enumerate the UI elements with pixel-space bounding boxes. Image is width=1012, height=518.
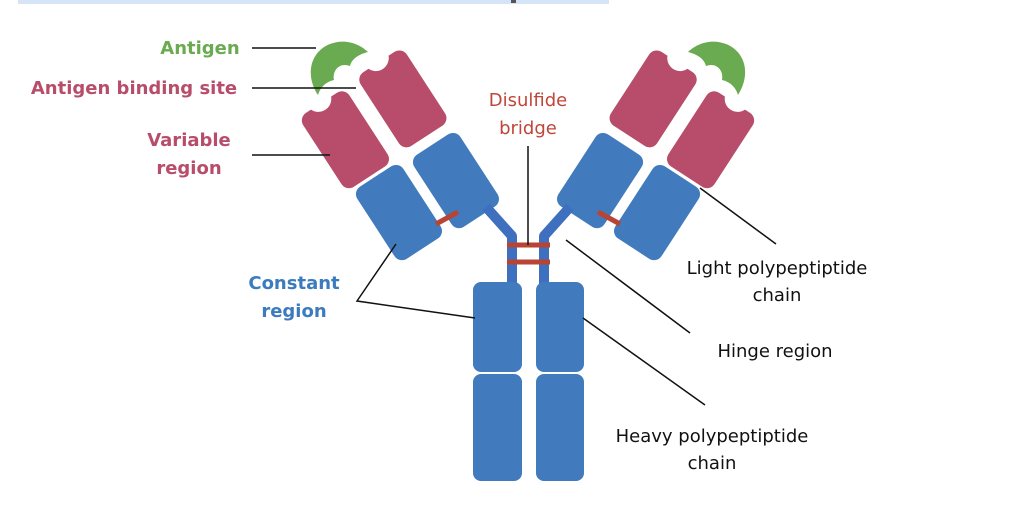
label-light-chain-1: Light polypeptiptide	[687, 258, 868, 279]
label-variable-region-1: Variable	[147, 130, 231, 151]
top-bar	[18, 0, 609, 4]
right-arm	[544, 32, 767, 285]
bar-icon	[511, 0, 516, 3]
heavy-chain-stem	[473, 282, 584, 481]
label-light-chain-2: chain	[753, 285, 802, 306]
label-disulfide-bridge-1: Disulfide	[489, 90, 568, 111]
label-constant-region-2: region	[261, 301, 326, 322]
leader-lines	[252, 47, 777, 406]
label-constant-region-1: Constant	[248, 273, 340, 294]
label-heavy-chain-2: chain	[688, 453, 737, 474]
label-variable-region-2: region	[156, 158, 221, 179]
label-disulfide-bridge-2: bridge	[499, 118, 557, 139]
left-arm	[289, 32, 512, 285]
label-hinge-region: Hinge region	[717, 341, 832, 362]
label-antigen-binding-site: Antigen binding site	[31, 78, 237, 99]
label-antigen: Antigen	[160, 38, 239, 59]
label-heavy-chain-1: Heavy polypeptiptide	[616, 426, 809, 447]
